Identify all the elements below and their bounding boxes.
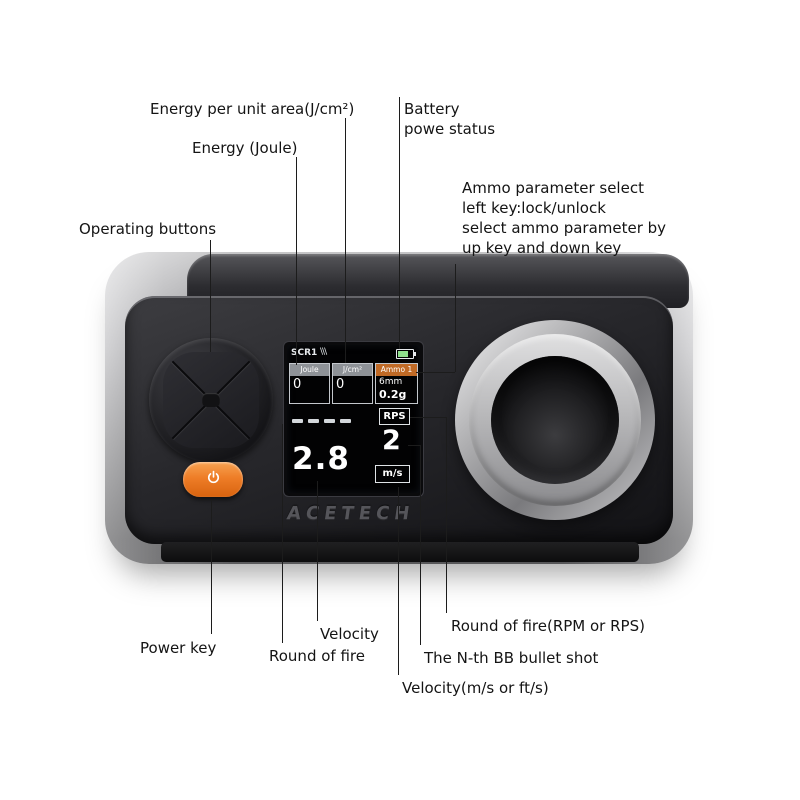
ammo-label: Ammo 1 (376, 364, 417, 376)
screen-profile-marks: \\\ (320, 347, 327, 357)
dpad-center (202, 393, 220, 407)
callout-line-nth-h (408, 445, 420, 446)
jcm2-value: 0 (336, 377, 345, 392)
label-energy-joule: Energy (Joule) (192, 139, 298, 157)
device-base (161, 542, 639, 562)
battery-icon (396, 349, 416, 359)
velocity-unit-box: m/s (375, 465, 410, 483)
callout-line-rof-unit (446, 417, 447, 613)
sensor-tube-ring (469, 334, 641, 506)
label-operating-buttons: Operating buttons (79, 220, 217, 238)
label-energy-per-unit-area: Energy per unit area(J/cm²) (150, 100, 355, 118)
callout-line-operating (210, 240, 211, 352)
ammo-stat-box: Ammo 1 6mm 0.2g (375, 363, 418, 404)
power-icon (206, 470, 221, 489)
shot-history-dashes (292, 419, 351, 423)
callout-line-rof-unit-h (410, 417, 446, 418)
joule-label: Joule (290, 364, 329, 376)
label-rof-rpm-rps: Round of fire(RPM or RPS) (451, 617, 645, 635)
callout-line-ammo (455, 264, 456, 372)
callout-line-battery (399, 97, 400, 349)
power-button (183, 462, 243, 497)
callout-line-energy-joule (296, 157, 297, 365)
callout-line-velocity (317, 481, 318, 621)
label-velocity-unit: Velocity(m/s or ft/s) (402, 679, 549, 697)
dash (292, 419, 303, 423)
brand-logo: ACETECH (285, 503, 416, 524)
label-round-of-fire: Round of fire (269, 647, 365, 665)
joule-stat-box: Joule 0 (289, 363, 330, 404)
callout-line-power (211, 500, 212, 634)
velocity-value: 2.8 (292, 441, 350, 477)
screen-profile-label: SCR1 (291, 348, 318, 358)
callout-line-ammo-h (416, 372, 455, 373)
sensor-tube-bore (491, 356, 619, 484)
dpad-bezel (149, 338, 273, 462)
jcm2-stat-box: J/cm² 0 (332, 363, 373, 404)
dpad-buttons (163, 352, 259, 448)
label-power-key: Power key (140, 639, 217, 657)
dash (324, 419, 335, 423)
dash (308, 419, 319, 423)
label-battery-status: Battery powe status (404, 100, 496, 138)
label-velocity: Velocity (320, 625, 379, 643)
rof-unit-box: RPS (379, 408, 410, 425)
label-nth-bb-shot: The N-th BB bullet shot (424, 649, 599, 667)
sensor-tube (455, 320, 655, 520)
ammo-size: 6mm (379, 377, 403, 387)
ammo-weight: 0.2g (379, 388, 407, 401)
label-ammo-parameter-select: Ammo parameter select left key:lock/unlo… (462, 179, 667, 257)
lcd-screen: SCR1 \\\ Joule 0 J/cm² 0 Ammo 1 6mm 0.2g… (287, 345, 420, 493)
battery-fill (398, 351, 408, 357)
callout-line-velocity-unit (398, 487, 399, 675)
callout-line-nth (420, 445, 421, 645)
shot-count-value: 2 (382, 425, 401, 456)
callout-line-rof (282, 424, 283, 643)
dash (340, 419, 351, 423)
joule-value: 0 (293, 377, 302, 392)
jcm2-label: J/cm² (333, 364, 372, 376)
callout-line-energy-area (345, 118, 346, 363)
